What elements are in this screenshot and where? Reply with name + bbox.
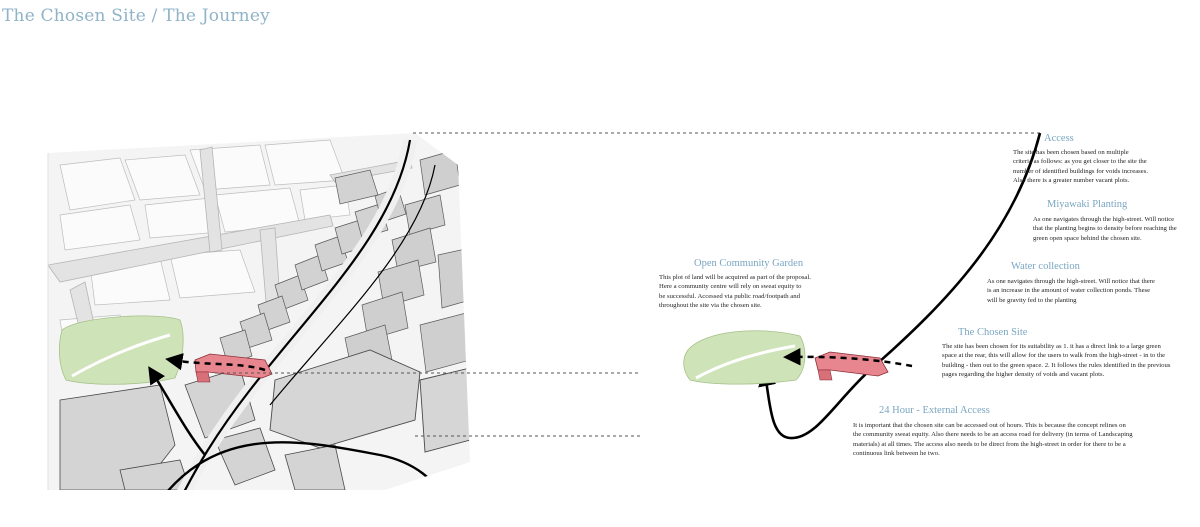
garden-heading: Open Community Garden (694, 258, 804, 269)
text-line: pages regarding the higher density of vo… (942, 371, 1105, 379)
water-text: As one navigates through the high-street… (987, 277, 1155, 305)
text-line: space at the rear, this will allow for t… (942, 352, 1166, 360)
miyawaki-text: As one navigates through the high-street… (1033, 215, 1177, 243)
text-line: building - then out to the green space. … (942, 361, 1171, 369)
text-line: the community sweat equity. Also there n… (853, 431, 1133, 439)
page-title: The Chosen Site / The Journey (2, 6, 270, 26)
external-access-heading: 24 Hour - External Access (879, 405, 990, 416)
text-line: that the planting begins to density befo… (1033, 225, 1177, 233)
text-line: be successful. Accessed via public road/… (659, 292, 800, 300)
journey-diagram (683, 132, 1042, 440)
text-line: throughout the site via the chosen site. (659, 302, 762, 310)
text-line: Also there is a greater number vacant pl… (1013, 177, 1130, 185)
chosen-site-heading: The Chosen Site (958, 327, 1028, 338)
text-line: The site has been chosen based on multip… (1013, 149, 1129, 156)
water-heading: Water collection (1011, 261, 1080, 272)
text-line: It is important that the chosen site can… (853, 422, 1126, 429)
text-line: will be gravity fed to the planting (987, 296, 1077, 304)
text-line: criteria as follows: as you get closer t… (1013, 158, 1147, 166)
text-line: As one navigates through the high-street… (1033, 216, 1175, 223)
garden-text: This plot of land will be acquired as pa… (659, 273, 811, 311)
miyawaki-heading: Miyawaki Planting (1047, 199, 1128, 210)
text-line: As one navigates through the high-street… (987, 278, 1155, 285)
axonometric-map (47, 133, 470, 490)
chosen-site-text: The site has been chosen for its suitabi… (942, 342, 1170, 380)
text-line: This plot of land will be acquired as pa… (659, 274, 811, 281)
text-line: Here a community centre will rely on swe… (659, 283, 802, 291)
text-line: green open space behind the chosen site. (1033, 234, 1142, 242)
access-text: The site has been chosen based on multip… (1013, 148, 1148, 186)
text-line: continuous link between he two. (853, 450, 940, 458)
access-heading: Access (1044, 133, 1074, 144)
text-line: materials) at all times. The access also… (853, 440, 1126, 448)
text-line: number of identified buildings for voids… (1013, 167, 1149, 175)
external-access-text: It is important that the chosen site can… (853, 421, 1133, 459)
text-line: The site has been chosen for its suitabi… (942, 343, 1161, 350)
connector-lines (215, 132, 1040, 437)
text-line: is an increase in the amount of water co… (987, 287, 1151, 295)
